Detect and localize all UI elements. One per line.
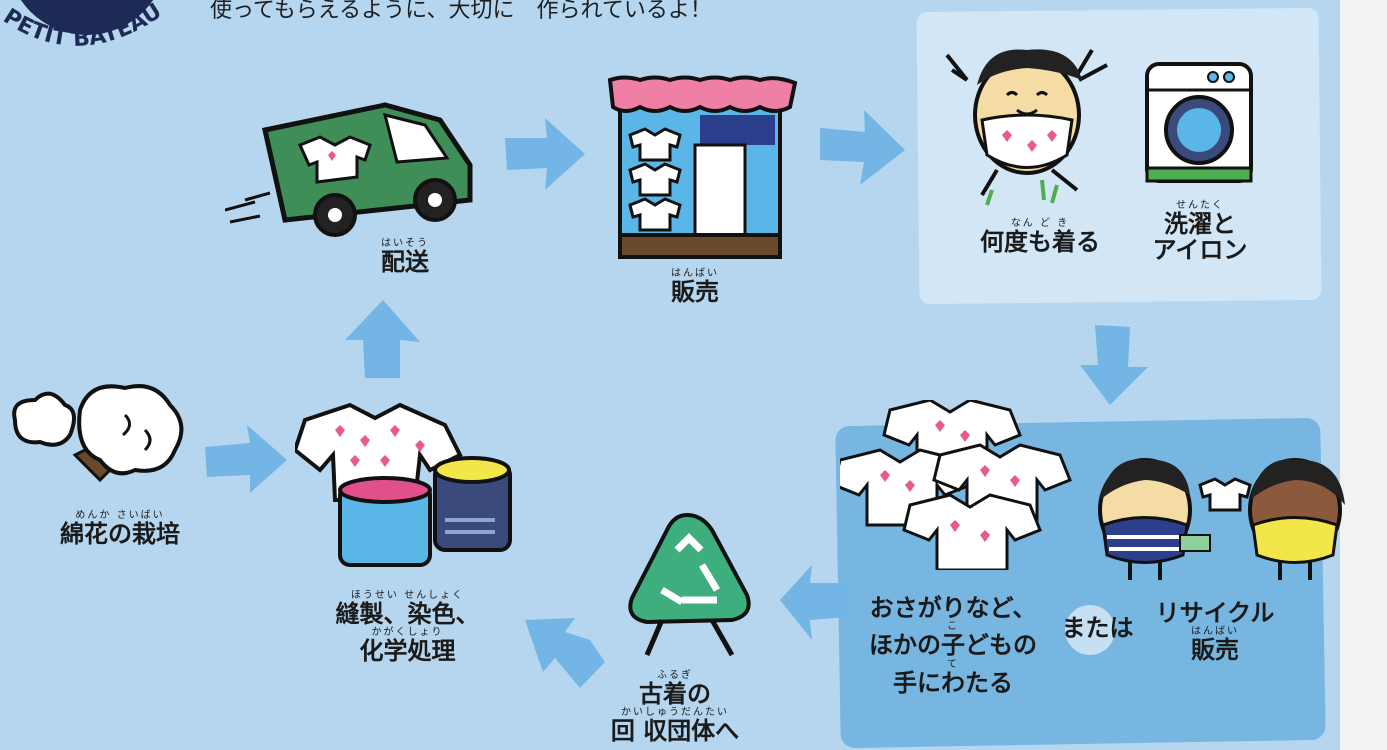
wash-step-label: せんたく 洗濯と アイロン <box>1152 200 1248 265</box>
handdown-step-label: おさがりなど、 こ ほかの子どもの て 手にわたる <box>869 594 1037 697</box>
arrow-cotton-to-sewing <box>205 425 287 493</box>
arrow-collection-to-sewing <box>525 618 605 688</box>
sewing-step-label: ほうせい せんしょく 縫製、染色、 かがくしょり 化学処理 <box>335 590 480 666</box>
shop-illustration <box>607 75 798 259</box>
arrow-reuse-to-collection <box>780 565 850 640</box>
arrow-sales-to-wear <box>820 110 905 185</box>
petit-bateau-logo: PETIT BATEAU <box>0 0 166 52</box>
recycling-mascot-illustration <box>628 512 751 657</box>
cotton-step-label: めんか さいばい 綿花の栽培 <box>60 510 180 548</box>
children-exchanging-illustration <box>1098 458 1345 580</box>
child-wearing-shirt-illustration <box>945 48 1108 206</box>
intro-text: 使ってもらえるように、大切に 作られているよ！ <box>210 0 712 23</box>
delivery-truck-illustration <box>225 102 473 237</box>
delivery-step-label: はいそう 配送 <box>381 238 429 276</box>
sales-step-label: はんばい 販売 <box>671 268 719 306</box>
cotton-plant-illustration <box>12 384 184 483</box>
or-label: または <box>1061 614 1134 642</box>
or-circle <box>1065 605 1115 655</box>
shirt-and-dye-buckets-illustration <box>295 402 512 567</box>
page-edge <box>1340 0 1387 750</box>
arrow-sewing-to-delivery <box>345 300 420 378</box>
pile-of-shirts-illustration <box>840 400 1072 570</box>
collection-step-label: ふるぎ 古着の かいしゅうだんたい 回 収団体へ <box>610 670 740 746</box>
resale-step-label: リサイクル はんばい 販売 <box>1155 599 1275 665</box>
wear-step-label: なん ど き 何度も着る <box>980 218 1100 256</box>
washing-machine-illustration <box>1145 62 1253 183</box>
arrow-wear-to-reuse <box>1080 325 1148 405</box>
arrow-delivery-to-sales <box>505 118 585 190</box>
